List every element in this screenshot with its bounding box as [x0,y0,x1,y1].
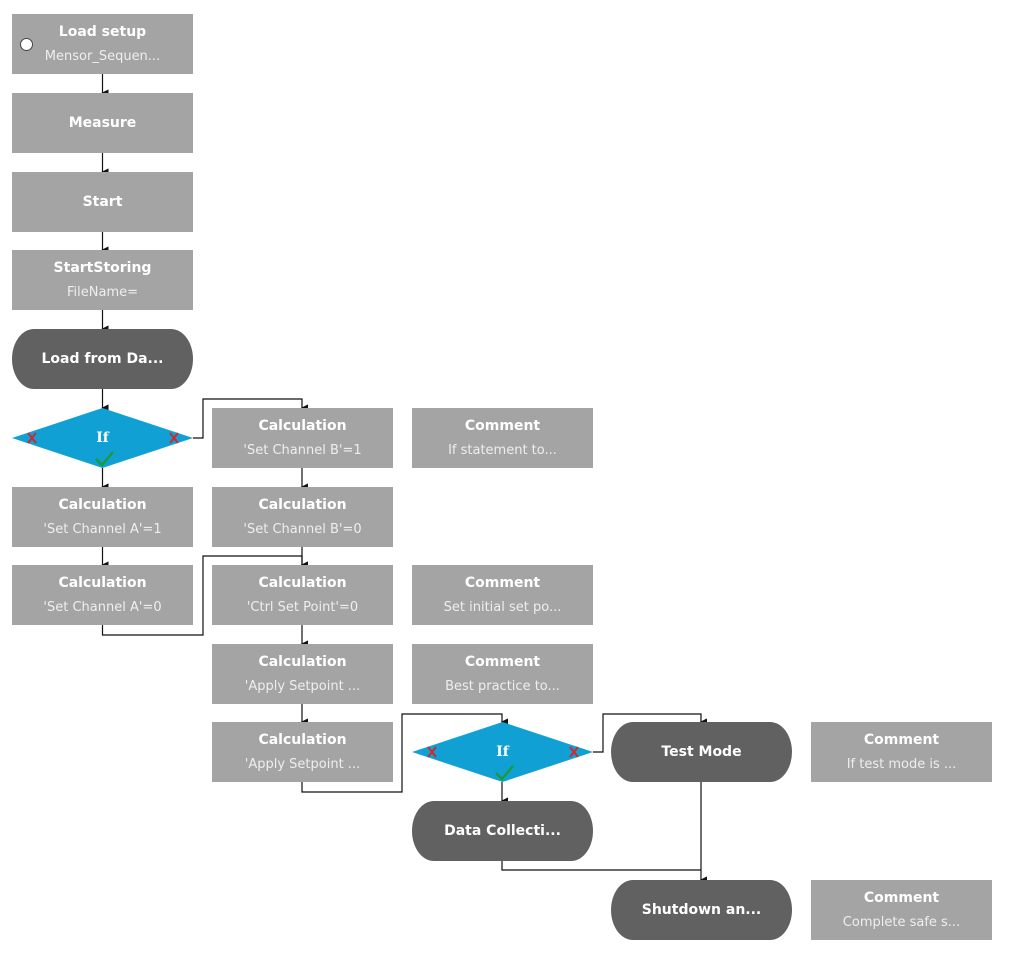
node-subtitle: If test mode is ... [846,757,957,772]
node-subtitle: FileName= [67,285,138,300]
test-mode-node[interactable]: Test Mode [611,722,792,782]
true-check-icon [95,451,114,467]
data-collection-node[interactable]: Data Collecti... [412,801,593,861]
start-storing-node[interactable]: StartStoring FileName= [12,250,193,310]
true-check-icon [495,765,514,781]
comment-node-2[interactable]: Comment Set initial set po... [412,565,593,625]
calculation-set-channel-a1-node[interactable]: Calculation 'Set Channel A'=1 [12,487,193,547]
measure-node[interactable]: Measure [12,93,193,153]
node-title: Comment [863,732,940,748]
node-title: Comment [464,575,541,591]
node-subtitle: If statement to... [448,443,557,458]
node-title: Calculation [258,497,347,513]
node-title: Test Mode [661,744,742,760]
comment-node-5[interactable]: Comment Complete safe s... [811,880,992,940]
node-title: Calculation [58,575,147,591]
node-subtitle: 'Apply Setpoint ... [244,679,361,694]
start-node[interactable]: Start [12,172,193,232]
node-title: Start [82,194,123,210]
comment-node-3[interactable]: Comment Best practice to... [412,644,593,704]
node-subtitle: 'Set Channel B'=0 [243,522,362,537]
calculation-apply-setpoint-node-1[interactable]: Calculation 'Apply Setpoint ... [212,644,393,704]
node-subtitle: 'Set Channel A'=1 [43,522,162,537]
node-title: If [96,430,109,446]
shutdown-node[interactable]: Shutdown an... [611,880,792,940]
node-title: Comment [464,418,541,434]
node-subtitle: Best practice to... [445,679,560,694]
node-subtitle: Complete safe s... [842,915,961,930]
node-title: Calculation [258,575,347,591]
node-subtitle: Set initial set po... [443,600,562,615]
calculation-set-channel-a0-node[interactable]: Calculation 'Set Channel A'=0 [12,565,193,625]
load-from-database-node[interactable]: Load from Da... [12,329,193,389]
false-x-icon [27,432,179,444]
comment-node-4[interactable]: Comment If test mode is ... [811,722,992,782]
calculation-apply-setpoint-node-2[interactable]: Calculation 'Apply Setpoint ... [212,722,393,782]
node-title: StartStoring [53,260,152,276]
node-title: Comment [863,890,940,906]
if-decision-node-1[interactable]: If [12,408,193,468]
node-title: Calculation [58,497,147,513]
node-title: Load from Da... [41,351,164,367]
node-title: Data Collecti... [444,823,561,839]
node-title: Calculation [258,732,347,748]
node-title: Calculation [258,418,347,434]
node-title: Load setup [58,24,147,40]
node-subtitle: 'Ctrl Set Point'=0 [246,600,359,615]
node-title: Shutdown an... [641,902,762,918]
node-title: Comment [464,654,541,670]
load-setup-node[interactable]: Load setup Mensor_Sequen... [12,14,193,74]
node-subtitle: 'Set Channel B'=1 [243,443,362,458]
if-decision-node-2[interactable]: If [412,722,593,782]
calculation-ctrl-set-point-node[interactable]: Calculation 'Ctrl Set Point'=0 [212,565,393,625]
node-title: Measure [68,115,137,131]
node-title: Calculation [258,654,347,670]
calculation-set-channel-b0-node[interactable]: Calculation 'Set Channel B'=0 [212,487,393,547]
start-point-icon [20,38,33,51]
node-subtitle: 'Set Channel A'=0 [43,600,162,615]
node-title: If [496,744,509,760]
node-subtitle: Mensor_Sequen... [44,49,161,64]
calculation-set-channel-b1-node[interactable]: Calculation 'Set Channel B'=1 [212,408,393,468]
node-subtitle: 'Apply Setpoint ... [244,757,361,772]
false-x-icon [427,746,579,758]
comment-node-1[interactable]: Comment If statement to... [412,408,593,468]
